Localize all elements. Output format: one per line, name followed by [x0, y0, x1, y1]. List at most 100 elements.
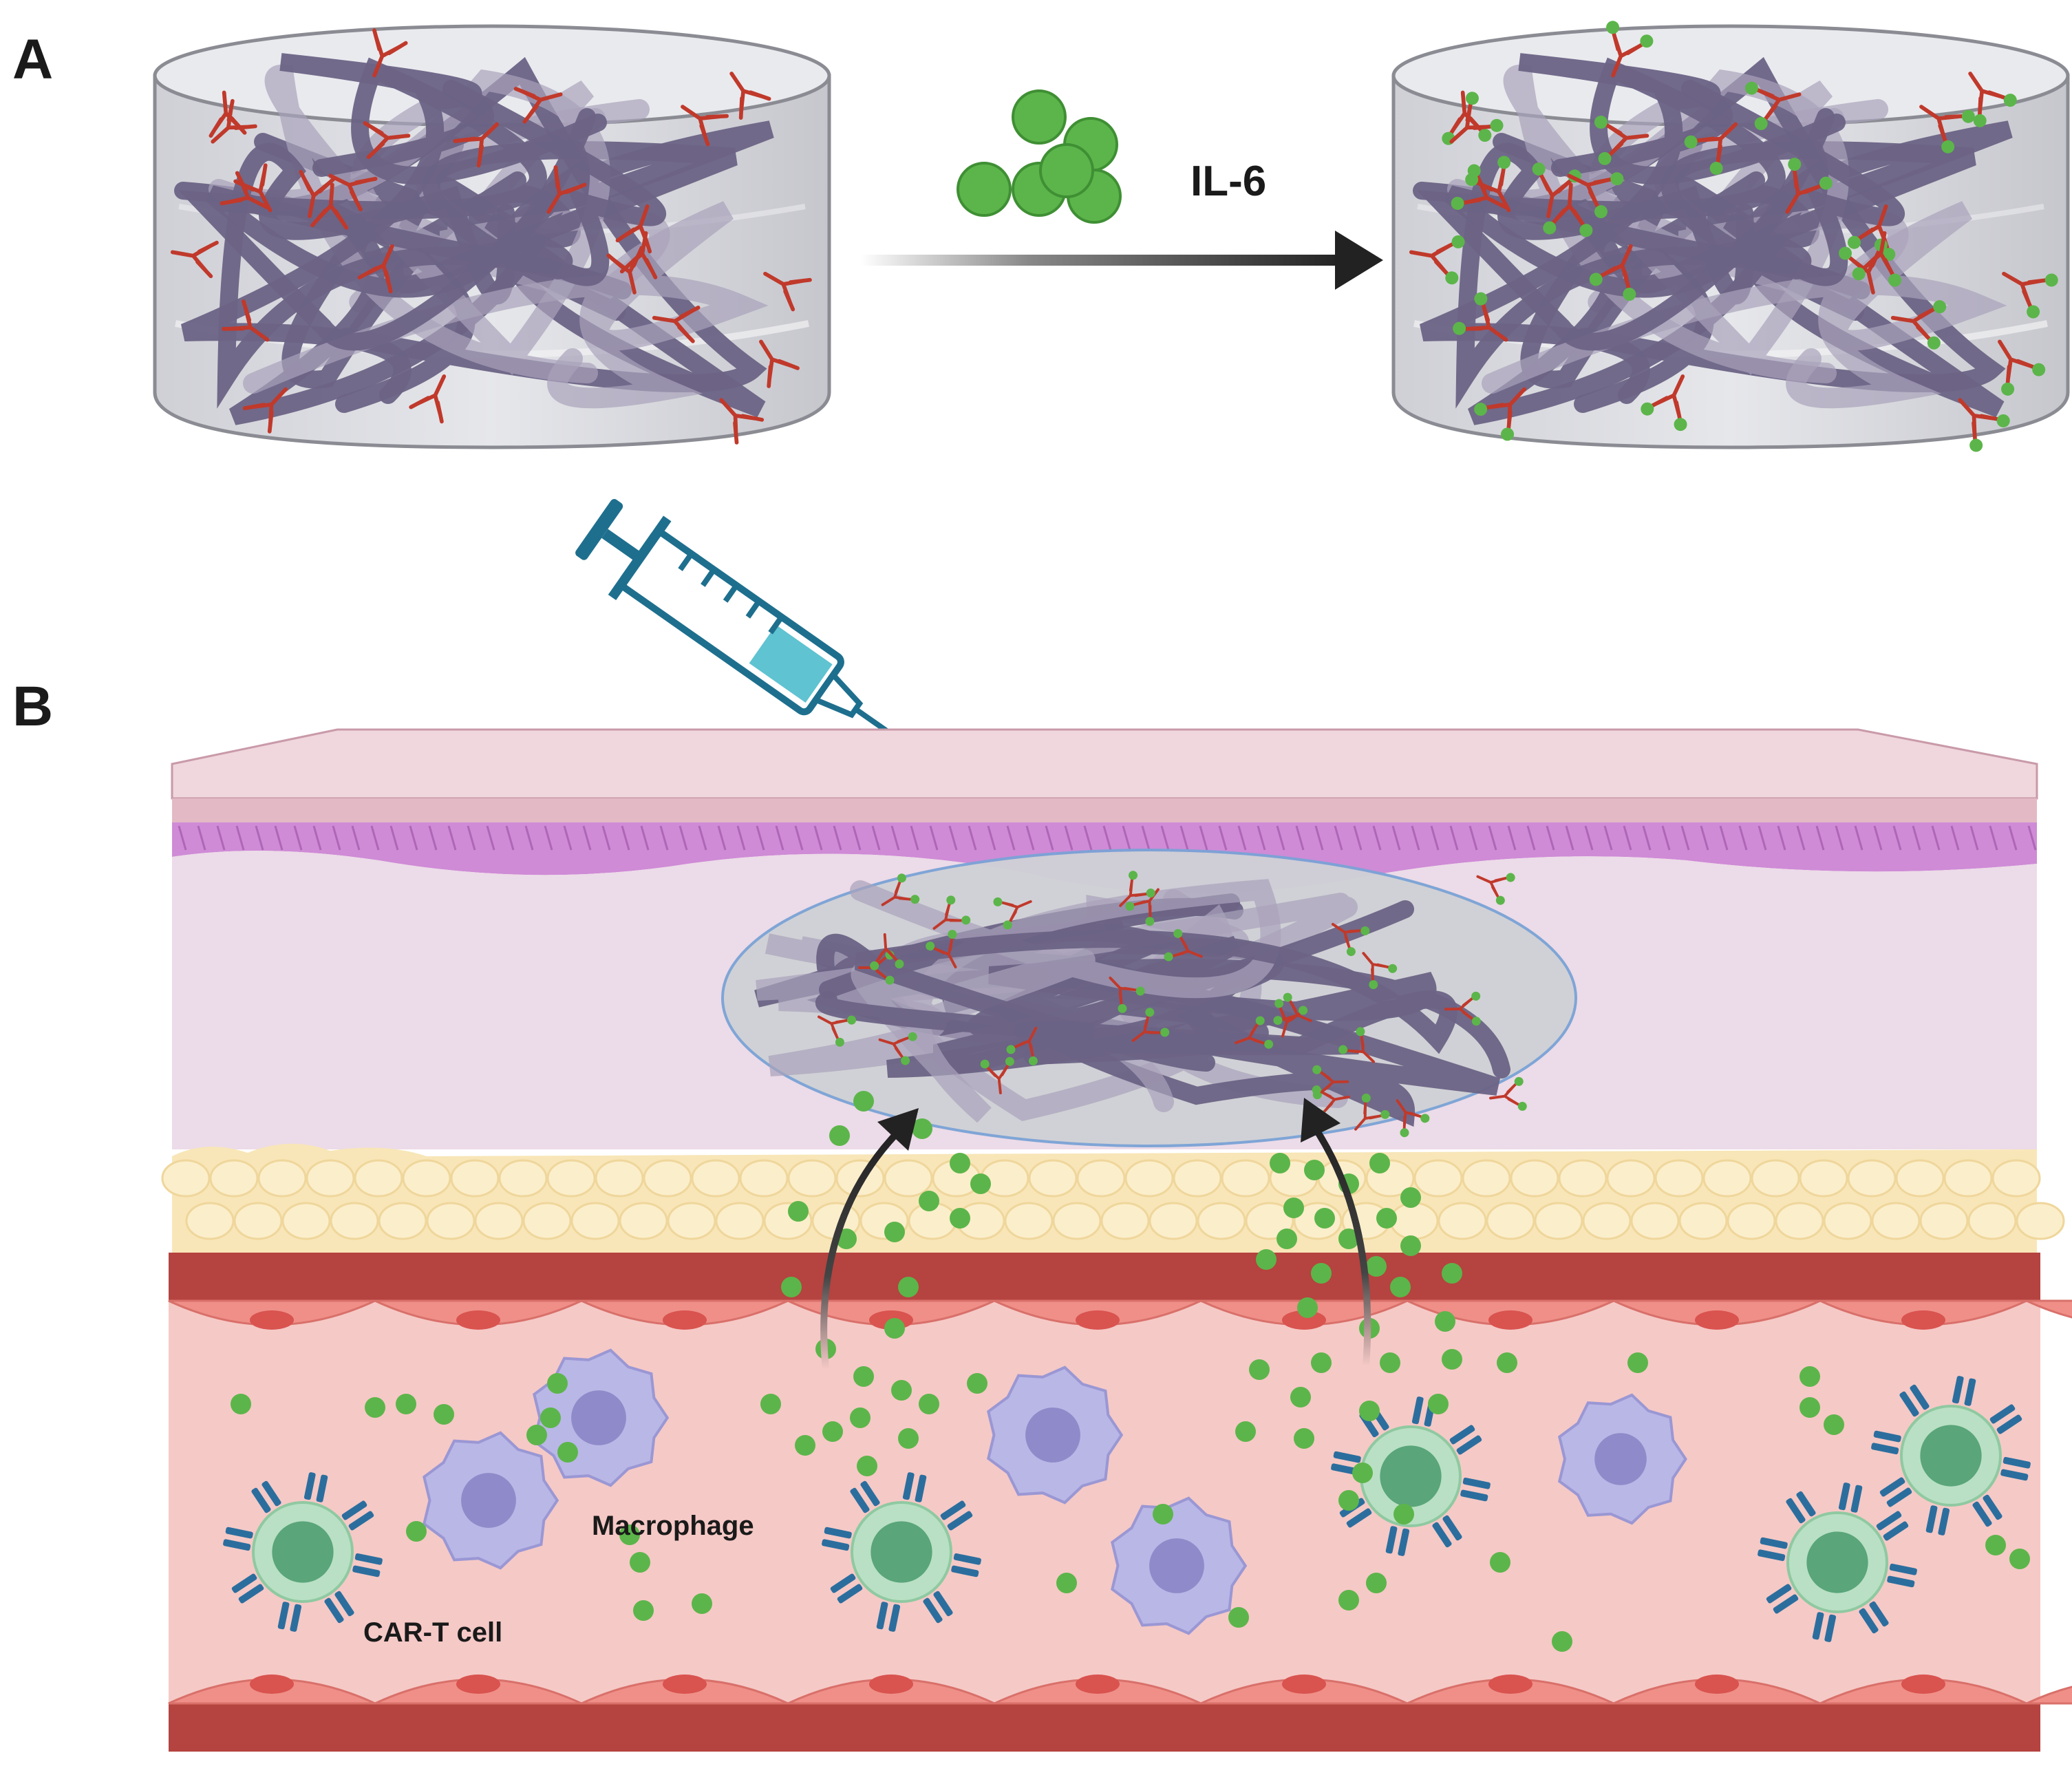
il6-cytokine	[788, 1201, 809, 1222]
antibody-group-left	[170, 28, 812, 445]
fat-cell	[1534, 1202, 1583, 1240]
epidermis-layer	[171, 728, 2038, 822]
il6-label: IL-6	[1190, 158, 1267, 205]
fat-cell	[1245, 1202, 1294, 1240]
il6-cytokine	[919, 1191, 939, 1211]
endothelial-cell	[2026, 1299, 2072, 1319]
il6-cytokine	[967, 1373, 987, 1394]
fat-cell	[1919, 1202, 1969, 1240]
car-receptor-icon	[1786, 1491, 1816, 1524]
fat-cell	[2016, 1202, 2065, 1240]
antibody-icon	[817, 1015, 857, 1047]
fat-cell	[1823, 1202, 1872, 1240]
fat-cell	[1967, 1202, 2017, 1240]
car-receptor-icon	[1871, 1430, 1901, 1455]
fat-cell	[1486, 1202, 1535, 1240]
antibody-icon	[221, 299, 270, 342]
il6-cytokine	[406, 1521, 427, 1542]
antibody-icon	[328, 173, 378, 212]
macrophage-icon	[1111, 1496, 1248, 1635]
antibody-icon	[1338, 1027, 1376, 1063]
il6-cytokine	[1283, 1198, 1304, 1218]
il6-cytokine	[822, 1421, 843, 1442]
il6-cytokine	[1428, 1394, 1449, 1414]
car-receptor-icon	[277, 1602, 302, 1632]
car-receptor-icon	[1758, 1537, 1788, 1562]
fat-cell	[161, 1159, 211, 1198]
car-receptor-icon	[303, 1472, 328, 1502]
car-receptor-icon	[1812, 1612, 1837, 1642]
il6-cytokine	[884, 1222, 905, 1242]
il6-cytokine	[434, 1404, 454, 1425]
il6-cytokine	[781, 1277, 802, 1297]
antibody-icon	[1589, 244, 1636, 301]
car-receptor-icon	[951, 1553, 981, 1577]
fat-cell	[787, 1159, 837, 1198]
antibody-icon	[1744, 81, 1802, 131]
endothelial-nucleus	[1282, 1675, 1326, 1694]
il6-cytokine	[547, 1373, 568, 1394]
car-receptor-icon	[1925, 1505, 1950, 1535]
antibody-icon	[729, 72, 771, 120]
antibody-icon	[870, 933, 904, 970]
fat-cell	[450, 1159, 500, 1198]
fat-cell	[1847, 1159, 1897, 1198]
fat-cell	[1438, 1202, 1487, 1240]
il6-cytokine	[970, 1173, 991, 1194]
antibody-icon	[1273, 992, 1312, 1025]
fat-cell	[426, 1202, 476, 1240]
fat-cell	[1895, 1159, 1945, 1198]
antibody-icon	[211, 98, 257, 144]
antibody-group-implanted	[817, 871, 1527, 1138]
il6-cytokine	[1366, 1573, 1387, 1593]
fat-cell	[1943, 1159, 1993, 1198]
fat-cell	[306, 1159, 355, 1198]
fat-cell	[1654, 1159, 1704, 1198]
fat-cell	[1100, 1202, 1150, 1240]
antibody-icon	[1958, 398, 2010, 452]
endothelial-nucleus	[456, 1675, 500, 1694]
antibody-icon	[1476, 873, 1515, 905]
il6-cytokine	[1393, 1504, 1414, 1524]
fat-cell	[1028, 1159, 1078, 1198]
il6-cytokine	[619, 1524, 640, 1545]
antibody-icon	[170, 240, 219, 279]
car-receptor-icon	[1766, 1584, 1799, 1614]
migration-arrow-right	[1301, 1098, 1371, 1367]
panel-label-b: B	[12, 675, 54, 738]
antibody-icon	[1006, 1026, 1038, 1065]
il6-cytokine	[898, 1277, 919, 1297]
car-receptor-icon	[923, 1591, 953, 1624]
fat-cell	[884, 1159, 933, 1198]
endothelial-nucleus	[456, 1310, 500, 1330]
fat-cell	[209, 1159, 259, 1198]
car-t-cell-icon	[223, 1472, 383, 1632]
endothelial-nucleus	[663, 1675, 707, 1694]
fat-cell	[281, 1202, 331, 1240]
fat-cell	[619, 1202, 668, 1240]
il6-cytokine	[1338, 1590, 1359, 1611]
il6-cytokine	[919, 1394, 939, 1414]
antibody-icon	[2002, 271, 2058, 319]
antibody-icon	[1606, 21, 1654, 78]
fat-cell	[1052, 1202, 1102, 1240]
car-receptor-icon	[231, 1573, 264, 1604]
antibody-icon	[1968, 72, 2017, 127]
endothelial-nucleus	[1488, 1675, 1532, 1694]
il6-cytokine	[1490, 1552, 1510, 1573]
il6-cytokine	[912, 1118, 932, 1139]
car-receptor-icon	[1989, 1404, 2022, 1434]
antibody-icon	[372, 28, 408, 78]
antibody-icon	[453, 122, 499, 168]
antibody-icon	[1465, 156, 1511, 213]
fat-cell	[570, 1202, 620, 1240]
fat-cell	[474, 1202, 524, 1240]
antibody-icon	[1489, 1076, 1527, 1111]
antibody-icon	[1785, 158, 1833, 214]
fat-cell	[257, 1159, 307, 1198]
antibody-icon	[363, 121, 411, 159]
il6-cytokine	[1442, 1349, 1462, 1370]
il6-cytokine	[1359, 1401, 1380, 1421]
polymer-network-left	[174, 53, 774, 425]
migration-arrow-left	[820, 1108, 919, 1370]
